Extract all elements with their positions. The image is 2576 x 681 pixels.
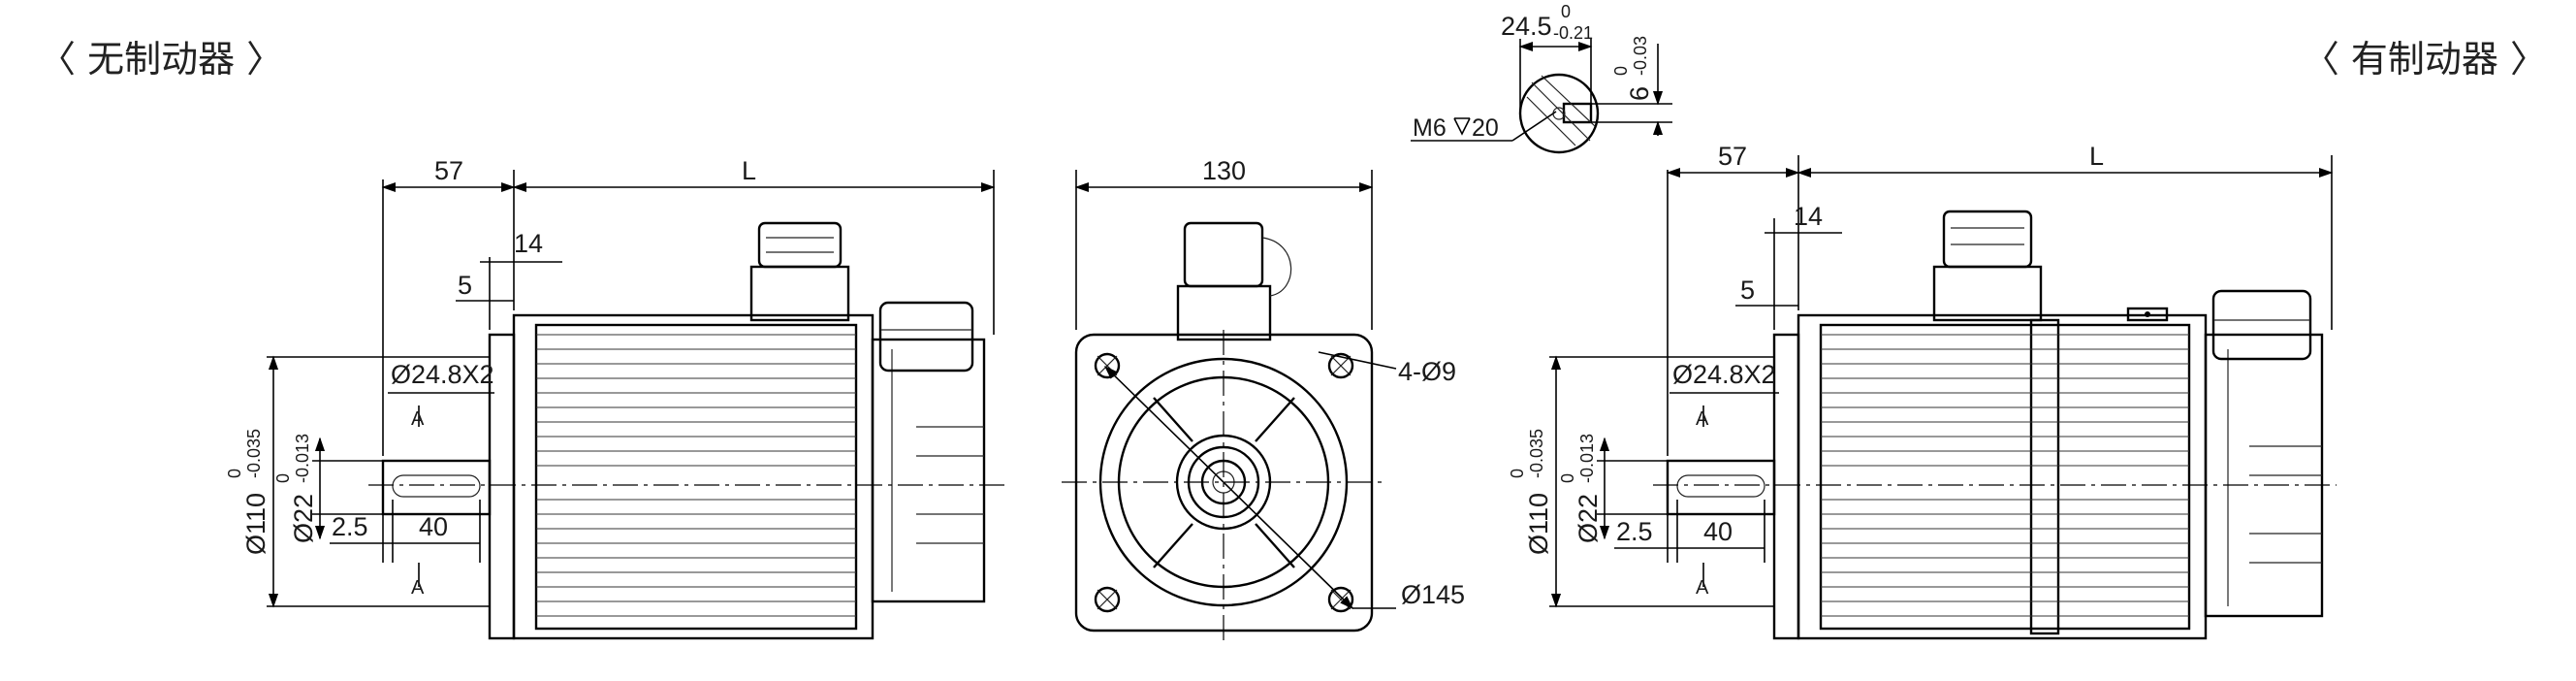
section-mark-a-top-brake: A xyxy=(1696,408,1709,430)
flange-tol-upper-brake: 0 xyxy=(1508,469,1527,478)
dim-57-brake: 57 xyxy=(1718,142,1747,171)
dim-shaft-dia-brake: Ø22 xyxy=(1574,494,1603,543)
with-brake-label: 〈 有制动器 〉 xyxy=(2302,38,2547,81)
dim-40-brake: 40 xyxy=(1703,517,1733,546)
dim-2-5-brake: 2.5 xyxy=(1616,517,1653,546)
dim-L: L xyxy=(742,156,756,185)
shaft-tol-lower: -0.013 xyxy=(293,434,312,483)
shaft-tol-upper: 0 xyxy=(273,473,293,483)
section-mark-a-bottom-brake: A xyxy=(1696,577,1709,599)
shaft-tol-lower-brake: -0.013 xyxy=(1577,434,1597,483)
dim-pcd: Ø145 xyxy=(1401,580,1465,609)
brake-section xyxy=(2029,318,2060,635)
cooling-fins-left xyxy=(536,334,856,617)
dim-5-brake: 5 xyxy=(1740,276,1755,305)
dim-shaft-dia: Ø22 xyxy=(289,494,318,543)
thread-depth: 20 xyxy=(1472,114,1499,142)
flange-tol-upper: 0 xyxy=(225,469,244,478)
dim-key-width: 6 xyxy=(1625,86,1654,101)
side-view-no-brake: 57 L 14 5 Ø24.8X2 A A Ø110 0 -0.035 Ø22 … xyxy=(225,156,1008,640)
flange-tol-lower: -0.035 xyxy=(244,429,264,478)
bolt-hole xyxy=(1094,586,1121,613)
side-view-with-brake: 57 L 14 5 Ø24.8X2 A A Ø110 0 -0.035 Ø22 … xyxy=(1508,142,2337,640)
section-mark-a-bottom: A xyxy=(411,577,425,599)
shaft-section-circle xyxy=(1518,73,1600,154)
dim-key-depth: 24.5 xyxy=(1501,12,1552,41)
shaft-key xyxy=(392,474,481,498)
key-width-tol-lower: -0.03 xyxy=(1631,36,1650,76)
shaft-tol-upper-brake: 0 xyxy=(1558,473,1577,483)
key-width-tol-upper: 0 xyxy=(1611,66,1631,76)
dim-5: 5 xyxy=(458,271,472,300)
dim-40: 40 xyxy=(419,512,448,541)
rear-connector-brake xyxy=(2211,289,2312,361)
bolt-hole xyxy=(1094,352,1121,379)
dim-flange-dia: Ø110 xyxy=(241,493,270,555)
motor-body-inner xyxy=(534,323,858,631)
top-connector-right xyxy=(1932,210,2043,322)
flange-plate-brake xyxy=(1772,333,1800,640)
dim-bolt-holes: 4-Ø9 xyxy=(1398,357,1456,386)
dim-shaft-step-brake: Ø24.8X2 xyxy=(1672,360,1776,389)
dim-14-brake: 14 xyxy=(1794,202,1823,231)
dim-14: 14 xyxy=(514,229,543,258)
key-section-detail: 24.5 0 -0.21 6 0 -0.03 M6 20 xyxy=(1411,2,1672,154)
front-view: 130 4-Ø9 Ø145 xyxy=(1062,156,1465,640)
thread-label: M6 xyxy=(1413,114,1447,142)
top-connector-left xyxy=(749,221,850,322)
shaft-brake xyxy=(1666,459,1776,516)
dim-flange-dia-brake: Ø110 xyxy=(1524,493,1553,555)
dim-130: 130 xyxy=(1202,156,1246,185)
section-mark-a-top: A xyxy=(411,408,425,430)
dim-2-5: 2.5 xyxy=(332,512,368,541)
rear-connector-housing xyxy=(871,338,986,603)
dim-L-brake: L xyxy=(2089,142,2104,171)
no-brake-label: 〈 无制动器 〉 xyxy=(39,38,284,81)
key-depth-tol-lower: -0.21 xyxy=(1553,23,1593,43)
depth-symbol xyxy=(1453,117,1471,136)
dim-57: 57 xyxy=(434,156,463,185)
rear-connector xyxy=(878,301,974,373)
shaft xyxy=(381,459,492,516)
key-depth-tol-upper: 0 xyxy=(1561,2,1571,21)
flange-tol-lower-brake: -0.035 xyxy=(1527,429,1546,478)
cooling-fins-right xyxy=(1821,334,2189,617)
dim-shaft-step: Ø24.8X2 xyxy=(391,360,494,389)
bolt-hole xyxy=(1327,586,1354,613)
